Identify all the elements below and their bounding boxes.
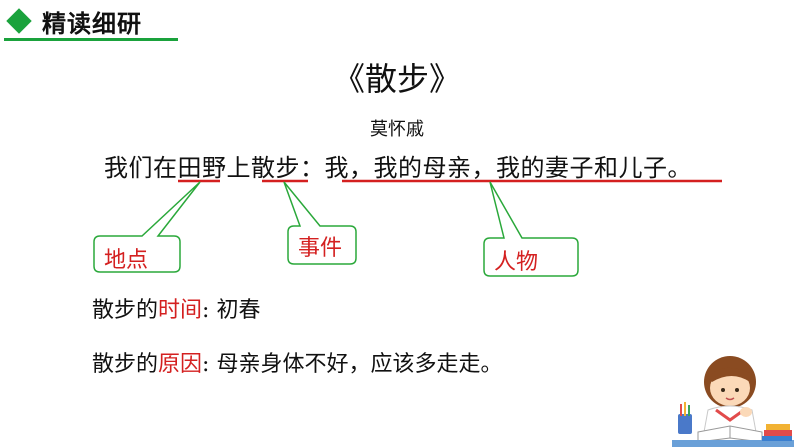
callout-people-box (483, 181, 579, 277)
fact-reason-prefix: 散步的 (92, 352, 159, 377)
fact-time-sep: : (202, 298, 210, 323)
fact-reason: 散步的原因: 母亲身体不好，应该多走走。 (92, 346, 502, 378)
key-sentence: 我们在田野上散步：我，我的母亲，我的妻子和儿子。 (104, 154, 692, 182)
fact-reason-sep: : (202, 352, 210, 377)
callout-event-box (283, 181, 357, 265)
section-title: 精读细研 (42, 10, 142, 38)
header-underline (4, 38, 178, 41)
fact-time: 散步的时间: 初春 (92, 292, 260, 324)
fact-reason-key: 原因 (158, 352, 203, 377)
callout-event-label: 事件 (298, 236, 343, 261)
callout-place-label: 地点 (104, 248, 149, 273)
poem-author: 莫怀戚 (370, 119, 424, 140)
fact-time-value: 初春 (216, 298, 261, 323)
callout-place-box (93, 181, 201, 273)
fact-reason-value: 母亲身体不好，应该多走走。 (216, 352, 503, 377)
section-header: 精读细研 (4, 4, 182, 41)
callout-people-label: 人物 (494, 250, 539, 275)
fact-time-prefix: 散步的 (92, 298, 159, 323)
poem-title: 《散步》 (332, 60, 461, 98)
fact-time-key: 时间 (158, 298, 203, 323)
reading-child-illustration (672, 356, 794, 447)
